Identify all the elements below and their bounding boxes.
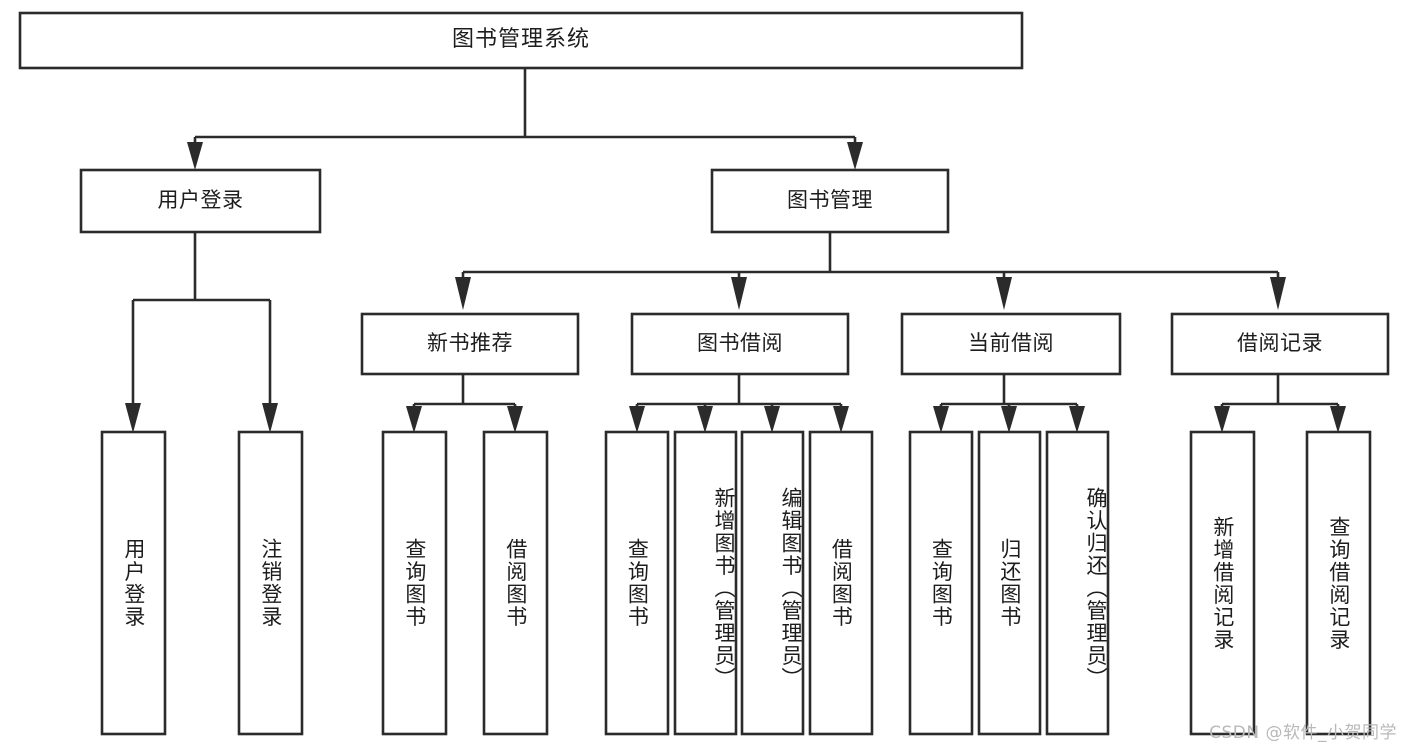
node-user-login[interactable] xyxy=(79,168,322,234)
leaf-box-book-borrow-1[interactable] xyxy=(673,430,738,736)
arrowhead-layer xyxy=(125,142,1346,433)
arrowhead-bb-child-1 xyxy=(629,406,645,433)
leaf-box-book-borrow-2[interactable] xyxy=(740,430,805,736)
leaf-box-book-borrow-0[interactable] xyxy=(604,430,670,736)
node-book-management[interactable] xyxy=(710,168,950,234)
leaf-box-book-borrow-3[interactable] xyxy=(808,430,874,736)
node-layer xyxy=(18,11,1390,736)
arrowhead-leaf-user-login xyxy=(125,403,141,433)
arrowhead-br-child-2 xyxy=(1330,406,1346,433)
arrowhead-book-mgmt xyxy=(847,142,863,170)
leaf-box-current-borrow-1[interactable] xyxy=(977,430,1042,736)
leaf-box-new-book-0[interactable] xyxy=(381,430,448,736)
arrowhead-bb-child-4 xyxy=(833,406,849,433)
arrowhead-borrow-record xyxy=(1270,277,1286,310)
arrowhead-user-login xyxy=(187,142,203,170)
leaf-box-new-book-1[interactable] xyxy=(482,430,549,736)
leaf-box-user-login-1[interactable] xyxy=(237,430,304,736)
leaf-box-borrow-record-1[interactable] xyxy=(1305,430,1372,736)
leaf-box-current-borrow-0[interactable] xyxy=(908,430,974,736)
arrowhead-bb-child-3 xyxy=(764,406,780,433)
arrowhead-nb-child-1 xyxy=(406,406,422,433)
node-root[interactable] xyxy=(18,11,1024,70)
arrowhead-cb-child-1 xyxy=(933,406,949,433)
leaf-box-borrow-record-0[interactable] xyxy=(1189,430,1256,736)
arrowhead-br-child-1 xyxy=(1214,406,1230,433)
leaf-box-current-borrow-2[interactable] xyxy=(1045,430,1110,736)
arrowhead-new-book xyxy=(455,277,471,310)
node-current-borrow[interactable] xyxy=(900,312,1122,376)
arrowhead-nb-child-2 xyxy=(507,406,523,433)
arrowhead-cb-child-3 xyxy=(1069,406,1085,433)
arrowhead-cb-child-2 xyxy=(1001,406,1017,433)
node-book-borrow[interactable] xyxy=(630,312,850,376)
node-new-book-recommend[interactable] xyxy=(360,312,580,376)
arrowhead-bb-child-2 xyxy=(697,406,713,433)
arrowhead-current-borrow xyxy=(996,277,1012,310)
arrowhead-leaf-logout xyxy=(262,403,278,433)
node-borrow-record[interactable] xyxy=(1170,312,1390,376)
arrowhead-book-borrow xyxy=(731,277,747,310)
leaf-box-user-login-0[interactable] xyxy=(100,430,167,736)
